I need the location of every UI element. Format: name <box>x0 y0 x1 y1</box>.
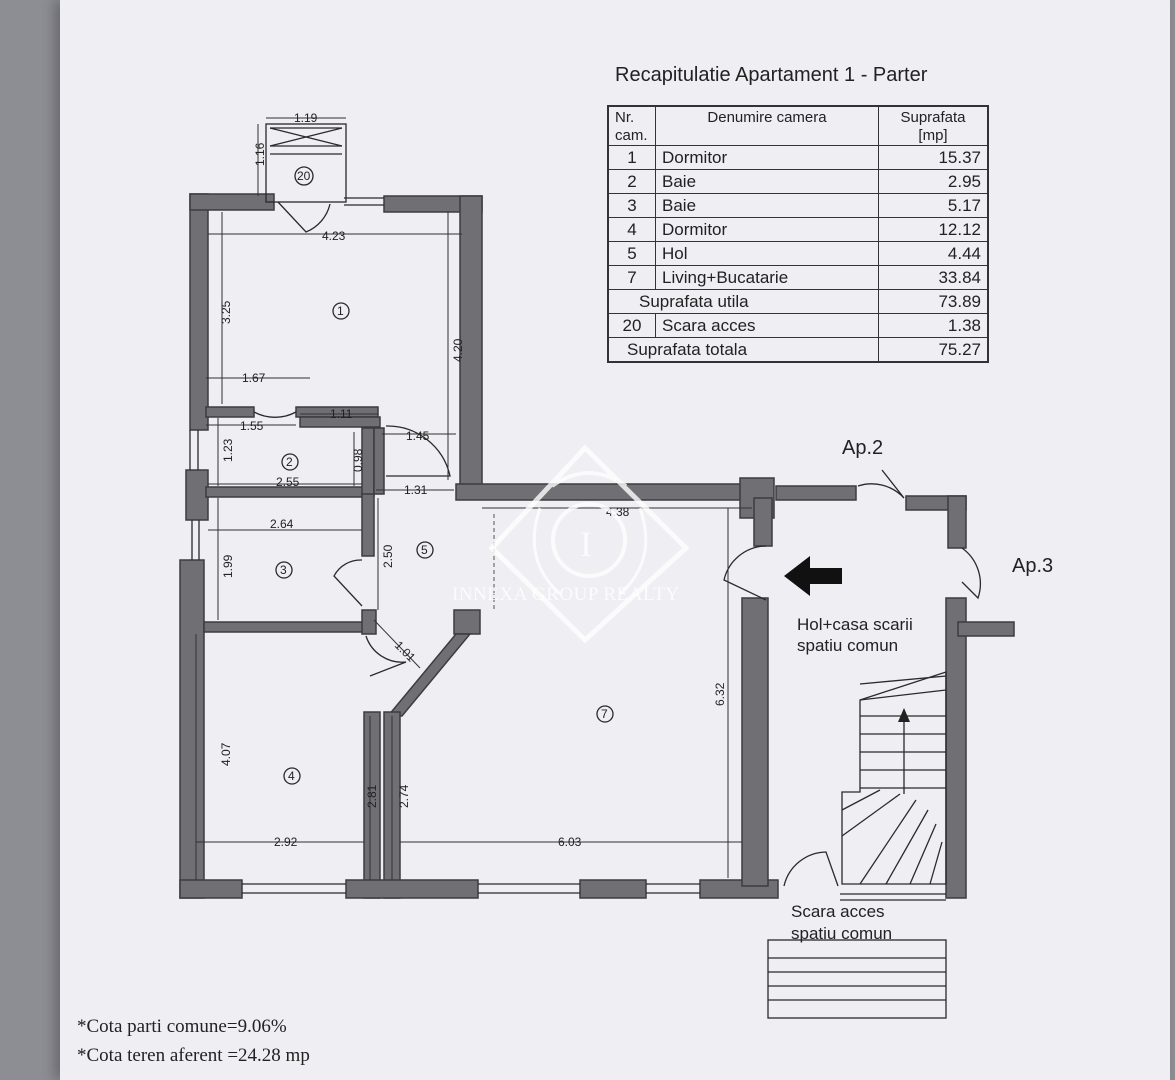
header-area: Suprafata [mp] <box>878 105 989 146</box>
label-scara-line1: Scara acces <box>791 902 885 921</box>
dim-2-92: 2.92 <box>274 835 298 849</box>
dim-3-25: 3.25 <box>219 300 233 324</box>
watermark-logo: I <box>488 444 690 644</box>
room-number-5: 5 <box>421 543 428 557</box>
row-name: Baie <box>655 193 879 218</box>
room-number-1: 1 <box>337 304 344 318</box>
row-name: Dormitor <box>655 145 879 170</box>
util-label: Suprafata utila <box>607 289 879 314</box>
dim-1-11: 1.11 <box>330 407 353 421</box>
row-area: 5.17 <box>878 193 989 218</box>
room-number-4: 4 <box>288 769 295 783</box>
label-ap2: Ap.2 <box>842 437 883 459</box>
staircase <box>767 671 947 1019</box>
label-hol-line2: spatiu comun <box>797 636 898 655</box>
row-nr: 7 <box>607 265 656 290</box>
walls <box>179 123 1015 899</box>
row-nr: 2 <box>607 169 656 194</box>
dim-1-31: 1.31 <box>404 483 428 497</box>
dim-4-07: 4.07 <box>219 742 233 766</box>
extra-area: 1.38 <box>878 313 989 338</box>
dim-2-50: 2.50 <box>381 544 395 568</box>
row-name: Baie <box>655 169 879 194</box>
watermark-text: INNEXA GROUP REALTY <box>452 584 680 605</box>
footer-cota-comune: *Cota parti comune=9.06% <box>77 1016 287 1037</box>
row-name: Dormitor <box>655 217 879 242</box>
row-name: Living+Bucatarie <box>655 265 879 290</box>
extra-nr: 20 <box>607 313 656 338</box>
room-number-2: 2 <box>286 455 293 469</box>
footer-cota-teren: *Cota teren aferent =24.28 mp <box>77 1045 310 1066</box>
row-area: 15.37 <box>878 145 989 170</box>
recap-table: Nr. cam. Denumire camera Suprafata [mp] … <box>607 105 989 363</box>
label-scara-line2: spatiu comun <box>791 924 892 943</box>
header-nr: Nr. cam. <box>607 105 656 146</box>
room-number-3: 3 <box>280 563 287 577</box>
extra-name: Scara acces <box>655 313 879 338</box>
dim-2-64: 2.64 <box>270 517 294 531</box>
header-name: Denumire camera <box>655 105 879 146</box>
dim-2-81: 2.81 <box>365 784 379 808</box>
dim-4-38: 4.38 <box>606 505 630 519</box>
dim-1-19: 1.19 <box>294 111 318 125</box>
util-area: 73.89 <box>878 289 989 314</box>
total-area: 75.27 <box>878 337 989 363</box>
dim-2-55: 2.55 <box>276 475 300 489</box>
label-ap3: Ap.3 <box>1012 555 1053 577</box>
row-area: 33.84 <box>878 265 989 290</box>
windows <box>189 127 700 894</box>
room-number-7: 7 <box>601 707 608 721</box>
row-area: 4.44 <box>878 241 989 266</box>
dim-1-23: 1.23 <box>221 438 235 462</box>
table-header-row: Nr. cam. Denumire camera Suprafata [mp] <box>607 105 989 146</box>
dim-6-03: 6.03 <box>558 835 582 849</box>
doors <box>253 201 982 887</box>
room-numbers: 20 1 2 3 5 7 4 <box>275 166 614 785</box>
dim-1-55: 1.55 <box>240 419 264 433</box>
dim-1-67: 1.67 <box>242 371 266 385</box>
total-label: Suprafata totala <box>607 337 879 363</box>
row-name: Hol <box>655 241 879 266</box>
label-hol-line1: Hol+casa scarii <box>797 615 913 634</box>
dim-2-74: 2.74 <box>397 784 411 808</box>
dimension-labels: 1.19 1.16 4.23 3.25 4.20 1.67 1.55 1.11 … <box>219 111 727 849</box>
dim-6-32: 6.32 <box>713 682 727 706</box>
dim-1-16: 1.16 <box>253 142 267 166</box>
svg-text:I: I <box>580 524 592 564</box>
room-number-20: 20 <box>297 169 311 183</box>
entrance-arrow-icon <box>784 556 842 596</box>
dim-1-99: 1.99 <box>221 554 235 578</box>
recap-title: Recapitulatie Apartament 1 - Parter <box>615 64 928 86</box>
row-nr: 5 <box>607 241 656 266</box>
dim-4-20: 4.20 <box>451 338 465 362</box>
dim-0-98: 0.98 <box>351 448 365 472</box>
row-nr: 1 <box>607 145 656 170</box>
row-area: 2.95 <box>878 169 989 194</box>
dim-4-23: 4.23 <box>322 229 346 243</box>
dim-1-45: 1.45 <box>406 429 430 443</box>
row-nr: 4 <box>607 217 656 242</box>
row-area: 12.12 <box>878 217 989 242</box>
row-nr: 3 <box>607 193 656 218</box>
